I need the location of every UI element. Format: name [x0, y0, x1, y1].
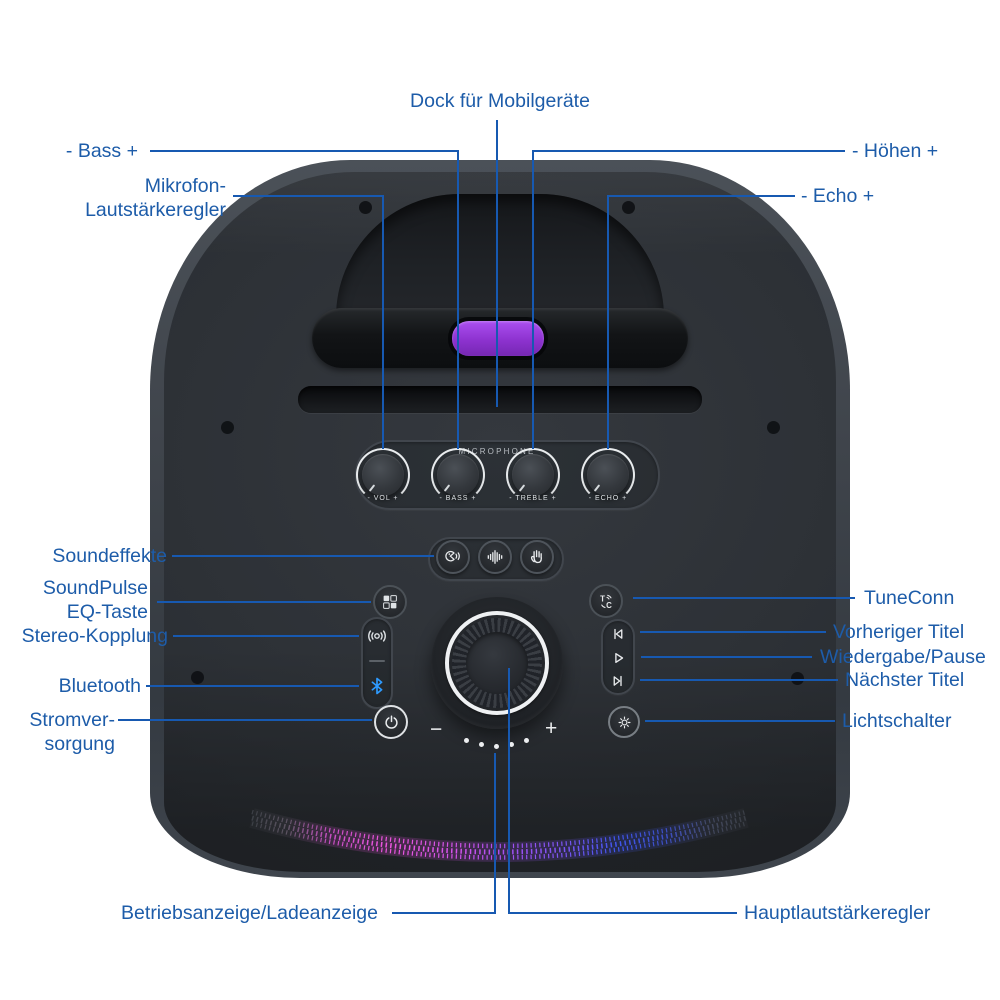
- svg-text:T: T: [600, 594, 605, 603]
- label-previous-track: Vorheriger Titel: [833, 621, 965, 643]
- bluetooth-button[interactable]: [367, 676, 387, 696]
- previous-track-icon: [614, 628, 623, 640]
- screw: [191, 671, 204, 684]
- volume-level-dot: [479, 742, 484, 747]
- tuneconn-button[interactable]: T C: [589, 584, 623, 618]
- mobile-device-dock-slot[interactable]: [298, 386, 702, 413]
- label-mic-volume: Mikrofon- Lautstärkeregler: [85, 175, 226, 221]
- sound-effect-horn-button[interactable]: [436, 540, 470, 574]
- horn-icon: [445, 550, 460, 562]
- screw: [791, 672, 804, 685]
- previous-track-button[interactable]: [609, 625, 627, 643]
- knob-ring: [506, 448, 560, 502]
- label-treble: - Höhen +: [852, 140, 939, 162]
- stereo-link-icon: [368, 630, 386, 642]
- label-stereo-pairing: Stereo-Kopplung: [21, 625, 168, 647]
- mic-echo-knob[interactable]: - ECHO +: [580, 448, 636, 512]
- microphone-section-label: MICROPHONE: [458, 447, 536, 456]
- label-play-pause: Wiedergabe/Pause: [820, 646, 986, 668]
- light-button[interactable]: [608, 706, 640, 738]
- power-button[interactable]: [374, 705, 408, 739]
- eq-grid-icon: [383, 595, 397, 609]
- label-power: Stromver- sorgung: [29, 709, 115, 755]
- mic-bass-knob[interactable]: - BASS +: [430, 448, 486, 512]
- rocker-divider: [369, 660, 385, 662]
- knob-label: - ECHO +: [588, 495, 628, 502]
- volume-level-dot: [524, 738, 529, 743]
- volume-plus-label: +: [545, 717, 558, 740]
- screw: [221, 421, 234, 434]
- soundpulse-eq-button[interactable]: [373, 585, 407, 619]
- sound-effect-applause-button[interactable]: [520, 540, 554, 574]
- light-icon: [617, 715, 631, 729]
- tuneconn-icon: T C: [600, 594, 612, 609]
- volume-level-dot: [464, 738, 469, 743]
- play-icon: [615, 652, 624, 664]
- knob-label: - BASS +: [439, 495, 477, 502]
- screw: [767, 421, 780, 434]
- stereo-pairing-button[interactable]: [366, 625, 388, 647]
- volume-level-dot: [509, 742, 514, 747]
- power-icon: [384, 715, 398, 729]
- next-track-button[interactable]: [609, 672, 627, 690]
- waveform-icon: [487, 550, 503, 564]
- main-knob-ring: [445, 611, 549, 715]
- volume-level-dot: [494, 744, 499, 749]
- screw: [622, 201, 635, 214]
- svg-text:C: C: [606, 600, 612, 609]
- label-dock: Dock für Mobilgeräte: [410, 90, 590, 112]
- label-tuneconn: TuneConn: [864, 587, 955, 609]
- knob-label: - TREBLE +: [509, 495, 557, 502]
- label-bass: - Bass +: [65, 140, 138, 162]
- volume-minus-label: −: [430, 718, 443, 741]
- label-light-switch: Lichtschalter: [842, 710, 952, 732]
- mic-treble-knob[interactable]: - TREBLE +: [505, 448, 561, 512]
- knob-label: - VOL +: [367, 495, 399, 502]
- label-bluetooth: Bluetooth: [58, 675, 141, 697]
- label-soundpulse-eq: SoundPulse EQ-Taste: [42, 577, 148, 623]
- screw: [359, 201, 372, 214]
- knob-ring: [356, 448, 410, 502]
- dock-slider-button[interactable]: [452, 321, 544, 356]
- main-knob-cap: [466, 632, 528, 694]
- label-status-led: Betriebsanzeige/Ladeanzeige: [121, 902, 378, 924]
- play-pause-button[interactable]: [609, 649, 627, 667]
- label-sound-effects: Soundeffekte: [52, 545, 167, 567]
- label-next-track: Nächster Titel: [845, 669, 965, 691]
- bluetooth-icon: [371, 677, 383, 695]
- knob-ring: [431, 448, 485, 502]
- label-echo: - Echo +: [801, 185, 875, 207]
- next-track-icon: [613, 675, 622, 687]
- sound-effect-voice-button[interactable]: [478, 540, 512, 574]
- hand-clap-icon: [530, 550, 542, 564]
- mic-volume-knob[interactable]: - VOL +: [355, 448, 411, 512]
- knob-ring: [581, 448, 635, 502]
- label-main-volume: Hauptlautstärkeregler: [744, 902, 931, 924]
